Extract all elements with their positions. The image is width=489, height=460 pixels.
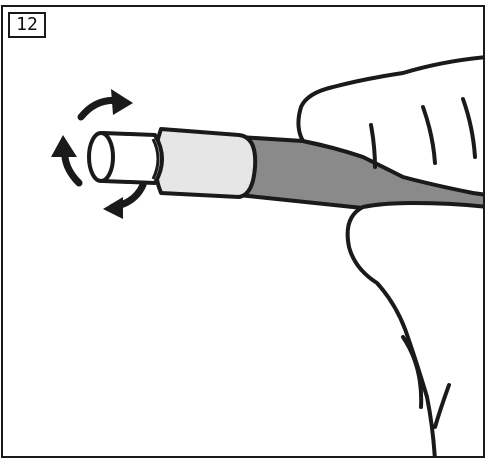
- pen-cap-icon: [87, 131, 164, 185]
- instruction-panel: 12: [1, 5, 485, 458]
- step-number-badge: 12: [8, 12, 46, 38]
- pen-collar-icon: [153, 127, 258, 199]
- rotate-arrows-icon: [51, 89, 147, 219]
- hand-icon: [296, 55, 483, 456]
- pen-twist-illustration: [51, 55, 483, 456]
